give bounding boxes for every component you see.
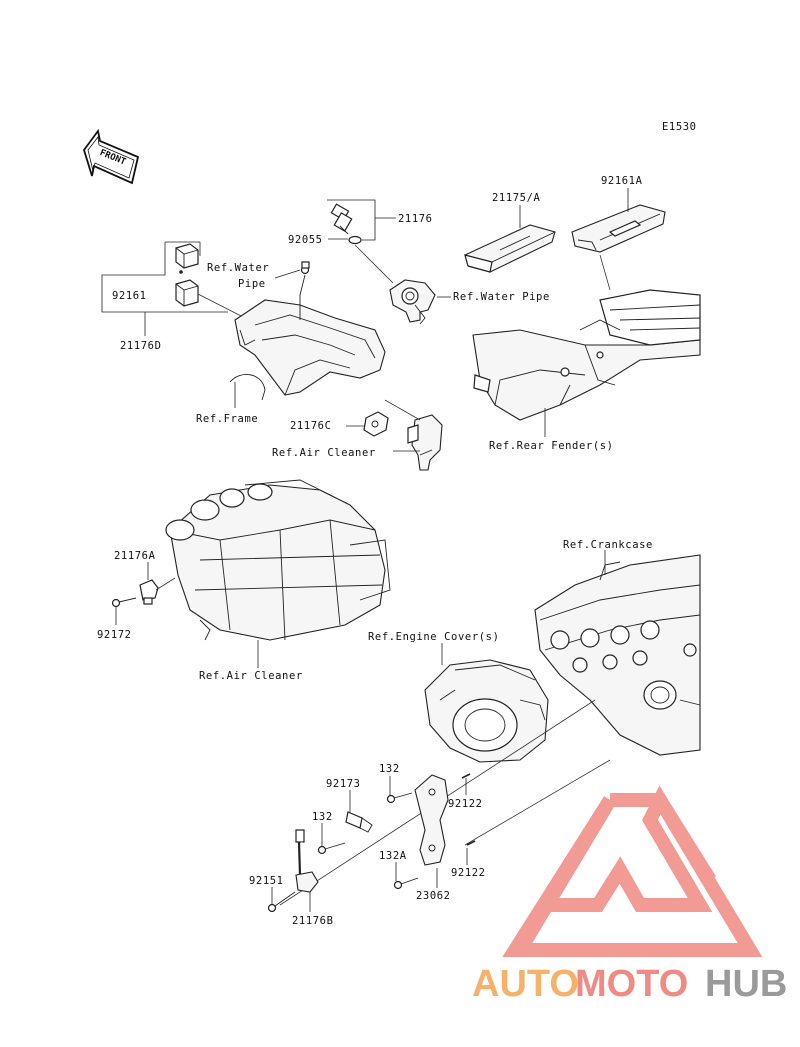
pin-92122-bottom: [466, 840, 476, 846]
o-ring-92055: [348, 235, 362, 245]
sensor-21176B: [295, 829, 319, 893]
air-cleaner-box: [165, 479, 391, 641]
label-21176: 21176: [398, 213, 433, 225]
label-ref-air-cleaner-top: Ref.Air Cleaner: [272, 447, 376, 459]
label-ref-crankcase: Ref.Crankcase: [563, 539, 653, 551]
label-21176D: 21176D: [120, 340, 162, 352]
label-21176B: 21176B: [292, 915, 334, 927]
ecu-92161A: [571, 204, 666, 253]
automotohub-wordmark: AUTO MOTO HUB: [472, 963, 787, 1005]
label-ref-water-pipe-1: Ref.Water: [207, 262, 269, 274]
label-ref-rear-fender: Ref.Rear Fender(s): [489, 440, 614, 452]
automotohub-logo: [502, 785, 763, 957]
label-92055: 92055: [288, 234, 323, 246]
frame-bracket: [234, 261, 386, 396]
wordmark-auto: AUTO: [472, 963, 579, 1005]
label-92161A: 92161A: [601, 175, 643, 187]
wordmark-hub: HUB: [705, 963, 787, 1005]
label-132A: 132A: [379, 850, 407, 862]
label-ref-water-pipe-2: Pipe: [238, 278, 266, 290]
label-ref-frame: Ref.Frame: [196, 413, 258, 425]
label-92122-top: 92122: [448, 798, 483, 810]
crankcase: [534, 554, 701, 756]
front-arrow-icon: FRONT: [83, 128, 140, 185]
relay-92161: [175, 243, 199, 307]
label-92151: 92151: [249, 875, 284, 887]
wordmark-moto: MOTO: [575, 963, 688, 1005]
air-cleaner-sensor-top: [407, 414, 443, 471]
label-132-mid: 132: [312, 811, 333, 823]
bolt-92172: [111, 597, 137, 608]
rear-fender: [472, 254, 701, 421]
pin-92122-top: [461, 773, 471, 779]
label-ref-water-pipe-right: Ref.Water Pipe: [453, 291, 550, 303]
bracket-23062: [414, 774, 449, 866]
label-21175A: 21175/A: [492, 192, 541, 204]
bolt-132A: [393, 877, 419, 890]
sensor-21176: [330, 203, 353, 235]
label-92172: 92172: [97, 629, 132, 641]
sensor-21176A: [139, 579, 159, 605]
label-23062: 23062: [416, 890, 451, 902]
bracket-92161: [101, 242, 228, 313]
water-pipe-fitting: [389, 279, 436, 325]
frame-wire: [229, 374, 266, 401]
label-92122-bottom: 92122: [451, 867, 486, 879]
ecu-21175A: [464, 224, 556, 273]
sleeve-92173: [345, 811, 373, 833]
label-ref-air-cleaner-bottom: Ref.Air Cleaner: [199, 670, 303, 682]
label-132-top: 132: [379, 763, 400, 775]
bolt-132-mid: [317, 842, 346, 855]
sensor-21176C: [363, 411, 389, 437]
label-92173: 92173: [326, 778, 361, 790]
label-21176A: 21176A: [114, 550, 156, 562]
label-21176C: 21176C: [290, 420, 332, 432]
bolt-92151: [267, 891, 296, 913]
engine-cover: [424, 659, 549, 763]
bracket-21176: [327, 199, 376, 241]
label-ref-engine-cover: Ref.Engine Cover(s): [368, 631, 500, 643]
diagram-code: E1530: [662, 121, 697, 133]
bolt-132-top: [386, 792, 413, 804]
label-92161: 92161: [112, 290, 147, 302]
